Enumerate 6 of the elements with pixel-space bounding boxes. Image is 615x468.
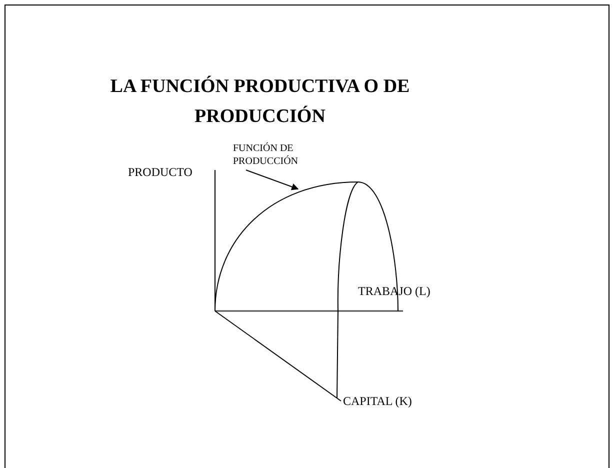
axis-label: PRODUCTO (128, 165, 192, 180)
production-curve (214, 182, 358, 312)
slide-title: LA FUNCIÓN PRODUCTIVA O DE PRODUCCIÓN (109, 74, 411, 129)
callout-label: FUNCIÓN DE PRODUCCIÓN (233, 142, 313, 168)
axis-label: CAPITAL (K) (343, 394, 412, 409)
leader-arrow (246, 170, 299, 190)
